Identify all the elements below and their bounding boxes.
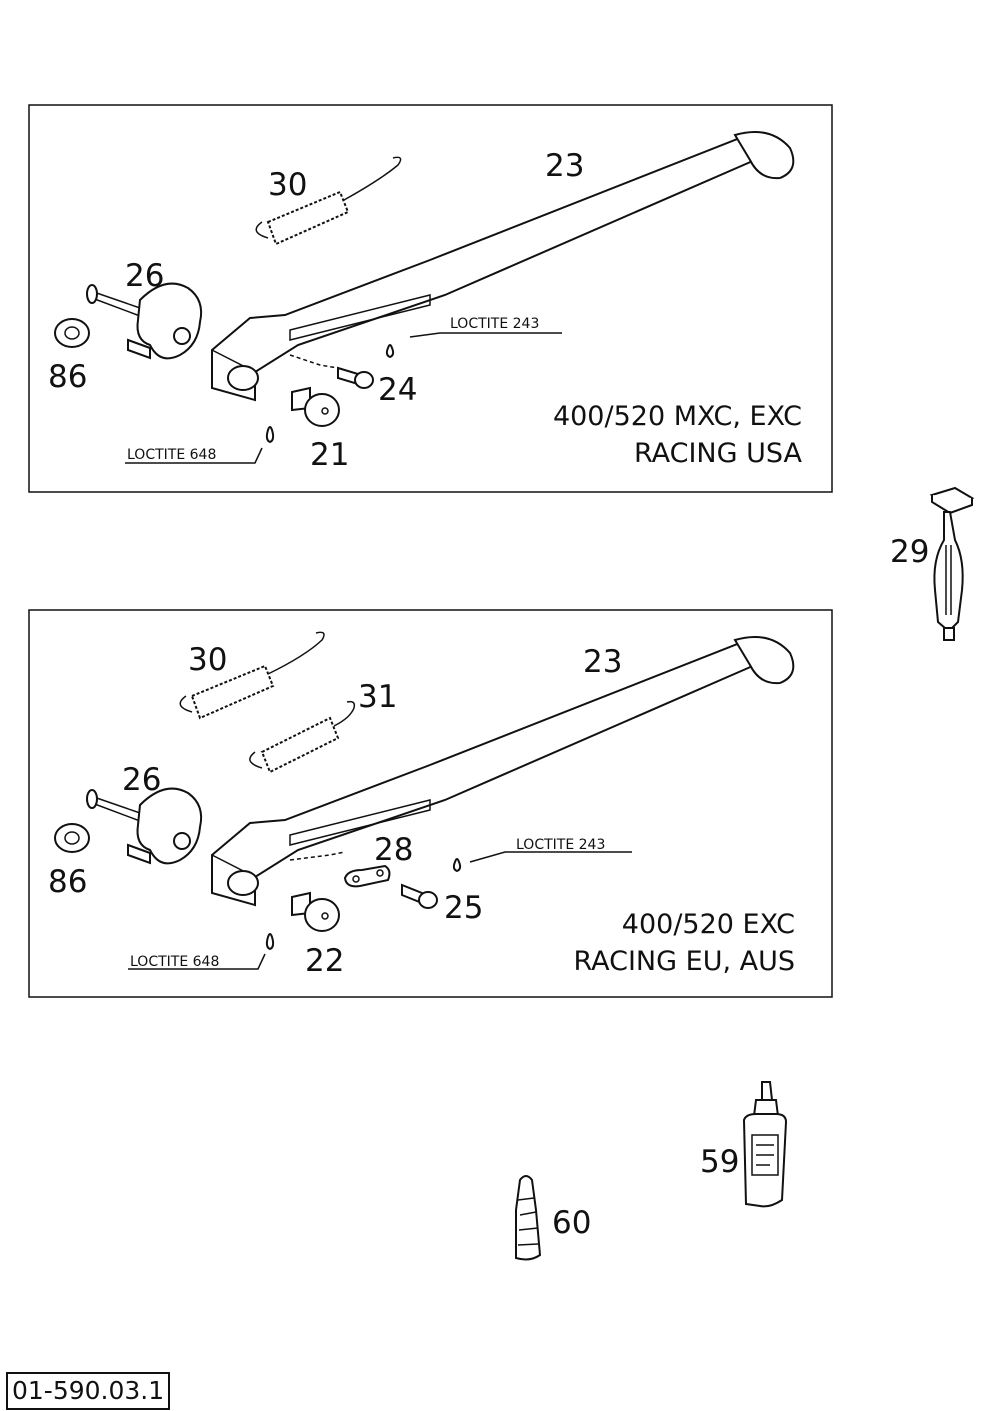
tube-part: 59 bbox=[700, 1081, 788, 1208]
label-nut: 86 bbox=[48, 359, 87, 395]
pivot-plate-part-eu bbox=[86, 787, 203, 865]
screw-part-eu bbox=[401, 858, 462, 909]
side-stand-part bbox=[211, 131, 795, 402]
nut-part bbox=[54, 318, 90, 348]
label-plate-eu: 26 bbox=[122, 762, 161, 798]
panel-eu-caption-1: 400/520 EXC bbox=[622, 909, 795, 940]
label-spring: 30 bbox=[268, 167, 307, 203]
label-stand: 23 bbox=[545, 148, 584, 184]
label-bolt-eu: 22 bbox=[305, 943, 344, 979]
loctite-648-label-eu: LOCTITE 648 bbox=[130, 954, 219, 970]
spring-b-part bbox=[249, 700, 356, 774]
loctite-243-label: LOCTITE 243 bbox=[450, 316, 539, 332]
label-stand-eu: 23 bbox=[583, 644, 622, 680]
tool-part: 29 bbox=[890, 486, 975, 641]
panel-usa-caption-1: 400/520 MXC, EXC bbox=[553, 401, 802, 432]
bolt-part bbox=[265, 386, 340, 444]
panel-usa-caption-2: RACING USA bbox=[634, 438, 803, 469]
drawing-code: 01-590.03.1 bbox=[6, 1372, 171, 1410]
loctite-243-label-eu: LOCTITE 243 bbox=[516, 837, 605, 853]
panel-eu: 23 30 31 26 86 28 25 22 LOCTITE 243 LOCT… bbox=[28, 609, 833, 998]
label-screw-eu: 25 bbox=[444, 890, 483, 926]
bracket-part bbox=[289, 851, 391, 888]
screw-part bbox=[289, 344, 395, 389]
spring-a-part bbox=[179, 631, 325, 720]
label-spring-a: 30 bbox=[188, 642, 227, 678]
label-tool: 29 bbox=[890, 534, 929, 570]
spring-part bbox=[255, 156, 402, 246]
label-nut-eu: 86 bbox=[48, 864, 87, 900]
label-bracket: 28 bbox=[374, 832, 413, 868]
pivot-plate-part bbox=[86, 282, 203, 360]
label-plate: 26 bbox=[125, 258, 164, 294]
loctite-648-label: LOCTITE 648 bbox=[127, 447, 216, 463]
label-bottle: 60 bbox=[552, 1205, 591, 1241]
side-stand-part-eu bbox=[211, 636, 795, 907]
label-spring-b: 31 bbox=[358, 679, 397, 715]
bolt-part-eu bbox=[265, 891, 340, 951]
nut-part-eu bbox=[54, 823, 90, 853]
label-tube: 59 bbox=[700, 1144, 739, 1180]
label-bolt: 21 bbox=[310, 437, 349, 473]
panel-usa: 23 30 26 86 24 21 LOCTITE 243 LOCTITE 64… bbox=[28, 104, 833, 493]
panel-eu-caption-2: RACING EU, AUS bbox=[573, 946, 795, 977]
label-screw: 24 bbox=[378, 372, 417, 408]
bottle-part: 60 bbox=[515, 1175, 591, 1261]
